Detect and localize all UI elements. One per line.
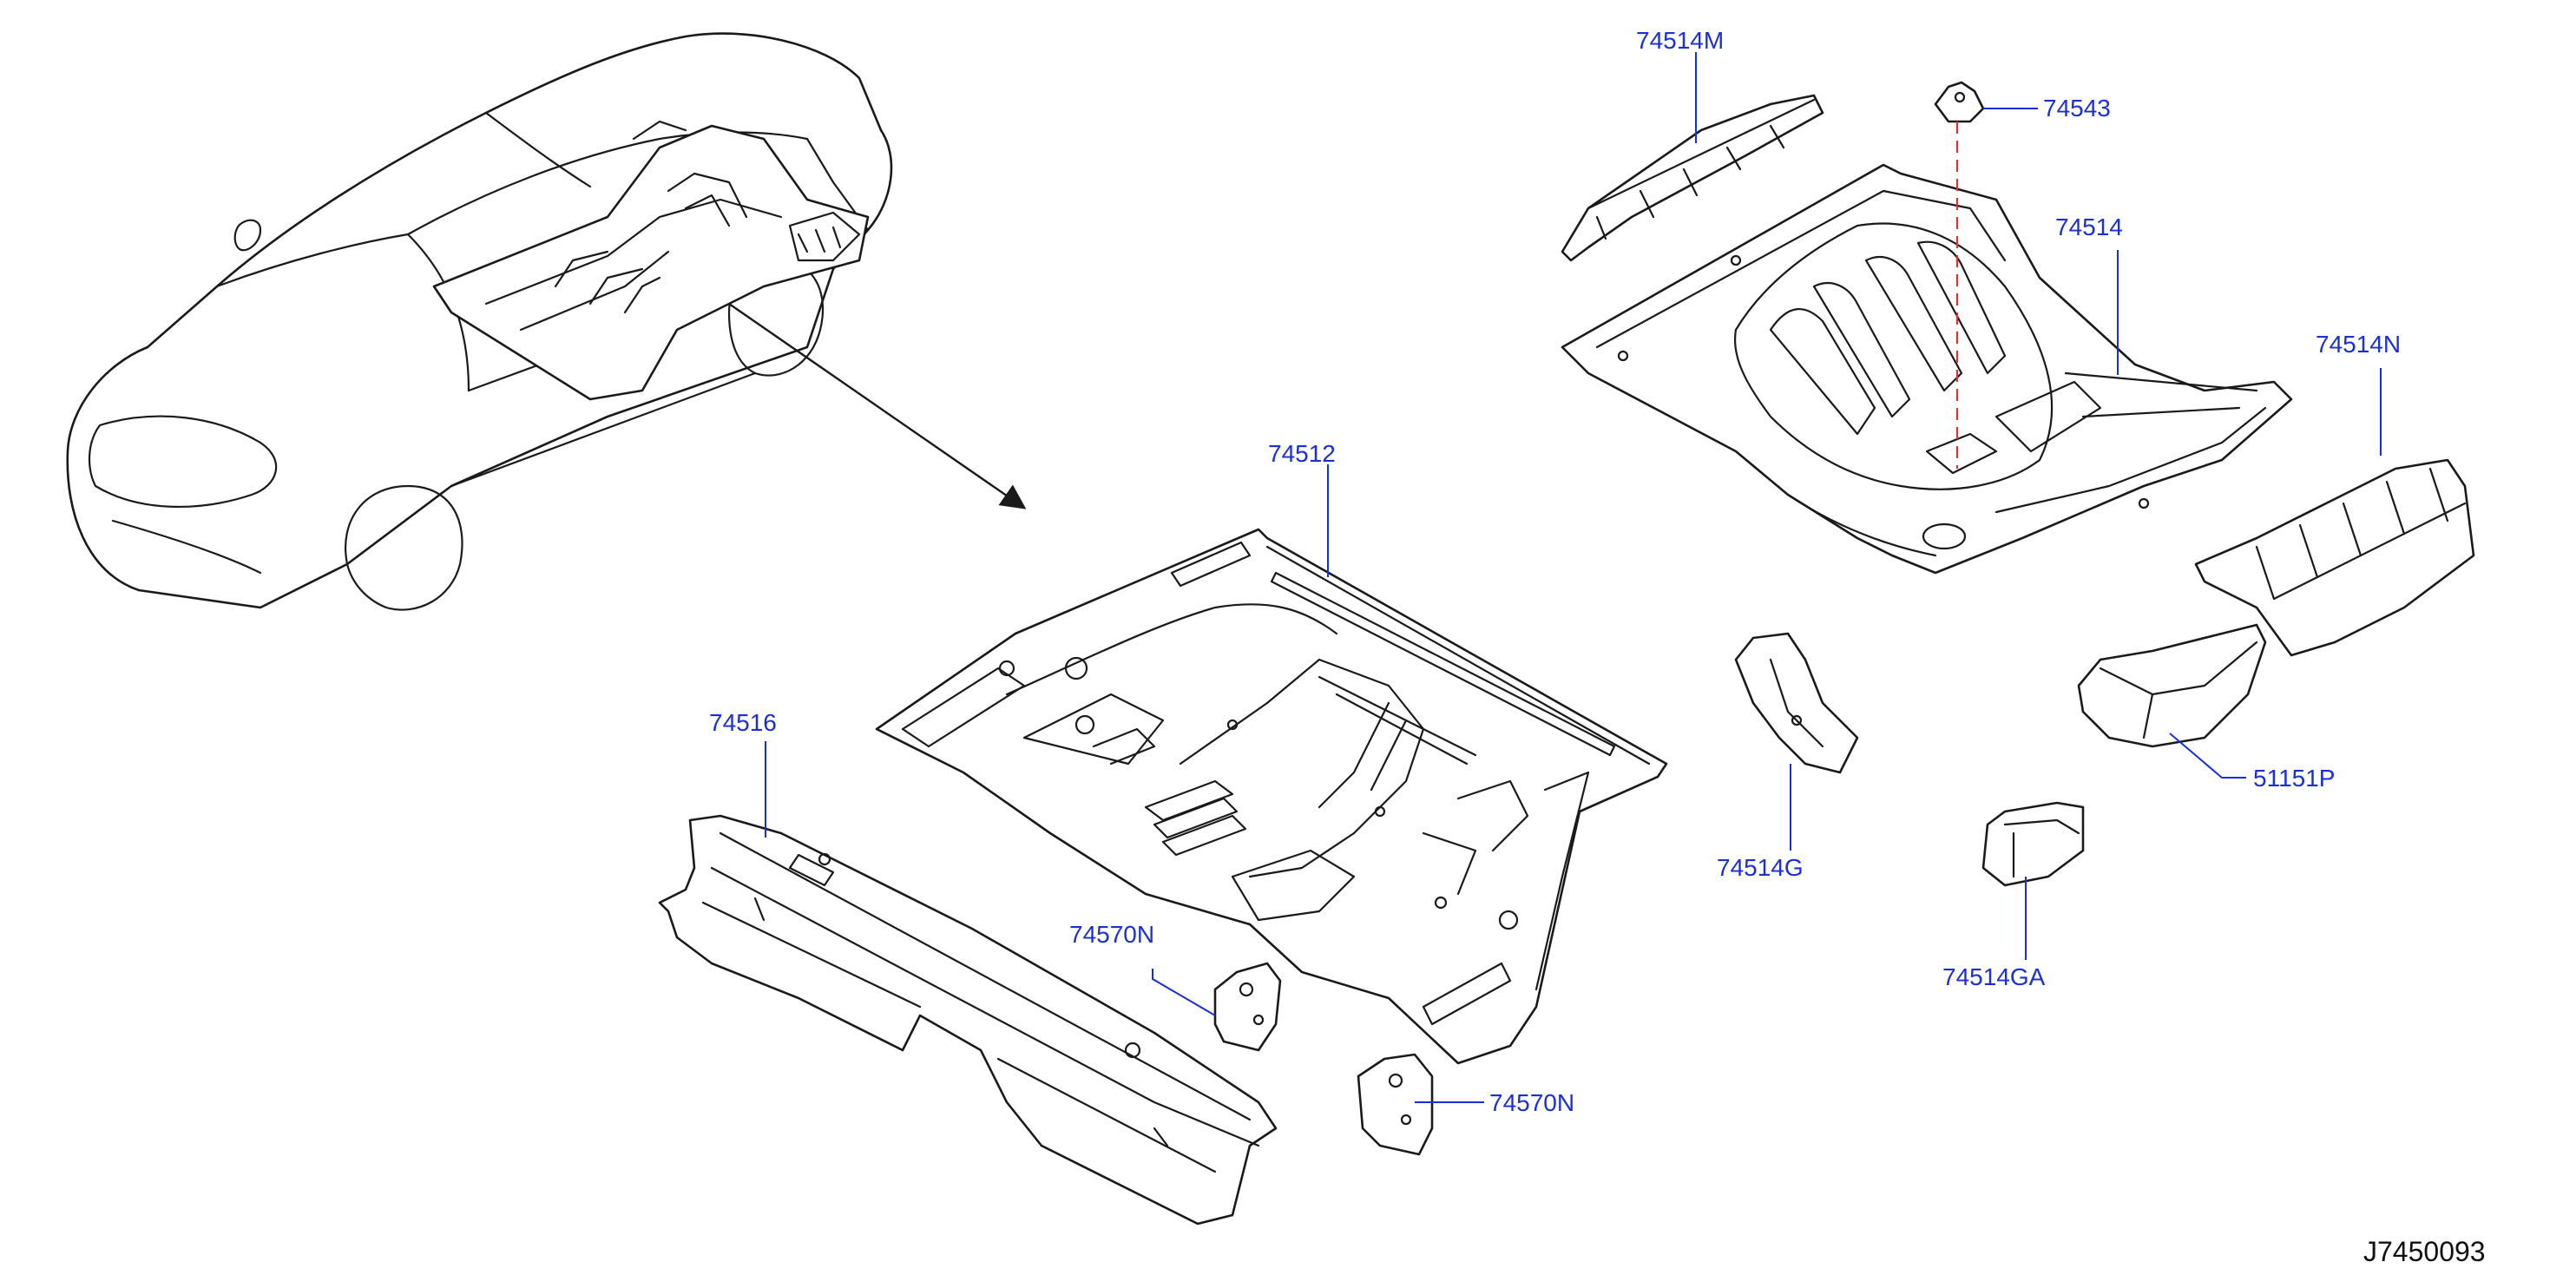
cross-member-74516	[658, 814, 1278, 1226]
part-label-74514GA[interactable]: 74514GA	[1942, 963, 2046, 990]
part-label-74516[interactable]: 74516	[709, 709, 777, 736]
panel-74514M	[1561, 94, 1824, 262]
part-label-74514G[interactable]: 74514G	[1717, 854, 1804, 881]
rear-floor-rear-panel-74514	[1561, 163, 2293, 575]
leader-lines	[765, 52, 2382, 1103]
bracket-74570N-lower	[1357, 1053, 1434, 1156]
part-label-74570N-lower[interactable]: 74570N	[1489, 1089, 1575, 1116]
view-arrow	[728, 303, 1027, 509]
bracket-74514GA	[1981, 801, 2085, 887]
part-label-74512[interactable]: 74512	[1268, 440, 1336, 467]
part-label-74543[interactable]: 74543	[2043, 95, 2111, 122]
part-label-74514[interactable]: 74514	[2055, 214, 2123, 240]
leader-51151P	[2169, 733, 2246, 779]
part-label-51151P[interactable]: 51151P	[2253, 765, 2336, 792]
clip-74543	[1934, 81, 1985, 123]
part-label-74570N-upper[interactable]: 74570N	[1069, 921, 1155, 948]
part-label-74514M[interactable]: 74514M	[1636, 27, 1725, 54]
reinforcement-74514N	[2194, 458, 2475, 657]
diagram-code: J7450093	[2363, 1236, 2486, 1267]
rear-floor-front-panel-74512	[875, 528, 1668, 1065]
car-overview-illustration	[66, 32, 1027, 611]
bracket-51151P	[2077, 623, 2267, 748]
leader-74570N-upper	[1152, 969, 1216, 1016]
bracket-74570N-upper	[1213, 962, 1282, 1052]
bracket-74514G	[1734, 632, 1859, 774]
part-label-74514N[interactable]: 74514N	[2316, 331, 2402, 358]
